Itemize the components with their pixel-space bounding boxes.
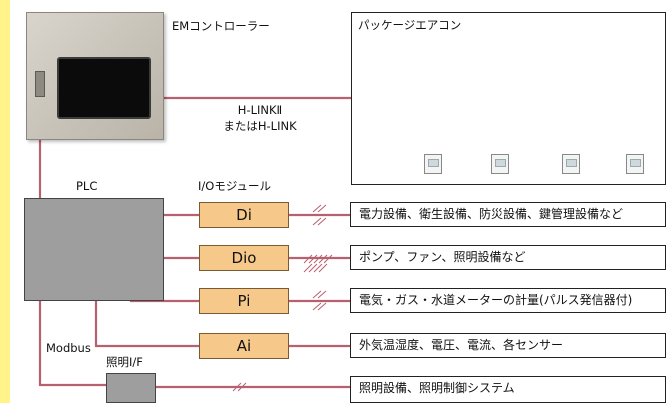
module-ai: Ai	[199, 333, 289, 359]
modbus-label: Modbus	[46, 341, 91, 355]
equipment-lighting: 照明設備、照明制御システム	[350, 376, 666, 403]
controller-screen	[57, 57, 151, 119]
remote-controller-3	[562, 154, 580, 174]
hlink-label-1: H-LINKⅡ	[237, 103, 283, 117]
cabinet-handle	[35, 71, 45, 97]
remote-controller-2	[491, 154, 509, 174]
equipment-dio: ポンプ、ファン、照明設備など	[350, 245, 666, 270]
hlink-label-2: またはH-LINK	[223, 119, 297, 133]
io-module-label: I/Oモジュール	[198, 179, 272, 193]
remote-controller-1	[424, 154, 442, 174]
module-dio: Dio	[199, 245, 289, 271]
left-accent-stripe	[0, 0, 10, 403]
equipment-di: 電力設備、衛生設備、防災設備、鍵管理設備など	[350, 202, 666, 227]
plc-ai-line	[94, 301, 199, 348]
equipment-ai: 外気温湿度、電圧、電流、各センサー	[350, 333, 666, 358]
remote-controller-4	[626, 154, 644, 174]
equipment-pi: 電気・ガス・水道メーターの計量(パルス発信器付)	[350, 288, 666, 313]
hash-marks	[232, 204, 333, 392]
lighting-if-label: 照明I/F	[106, 355, 143, 369]
lighting-if-unit	[106, 373, 156, 403]
plc-lighting-line	[38, 301, 106, 387]
module-di: Di	[199, 202, 289, 228]
em-controller-cabinet	[26, 12, 164, 140]
module-pi: Pi	[199, 288, 289, 314]
package-aircon-title: パッケージエアコン	[358, 18, 462, 32]
plc-unit	[24, 198, 164, 301]
plc-label: PLC	[76, 179, 98, 193]
em-controller-label: EMコントローラー	[172, 19, 270, 33]
